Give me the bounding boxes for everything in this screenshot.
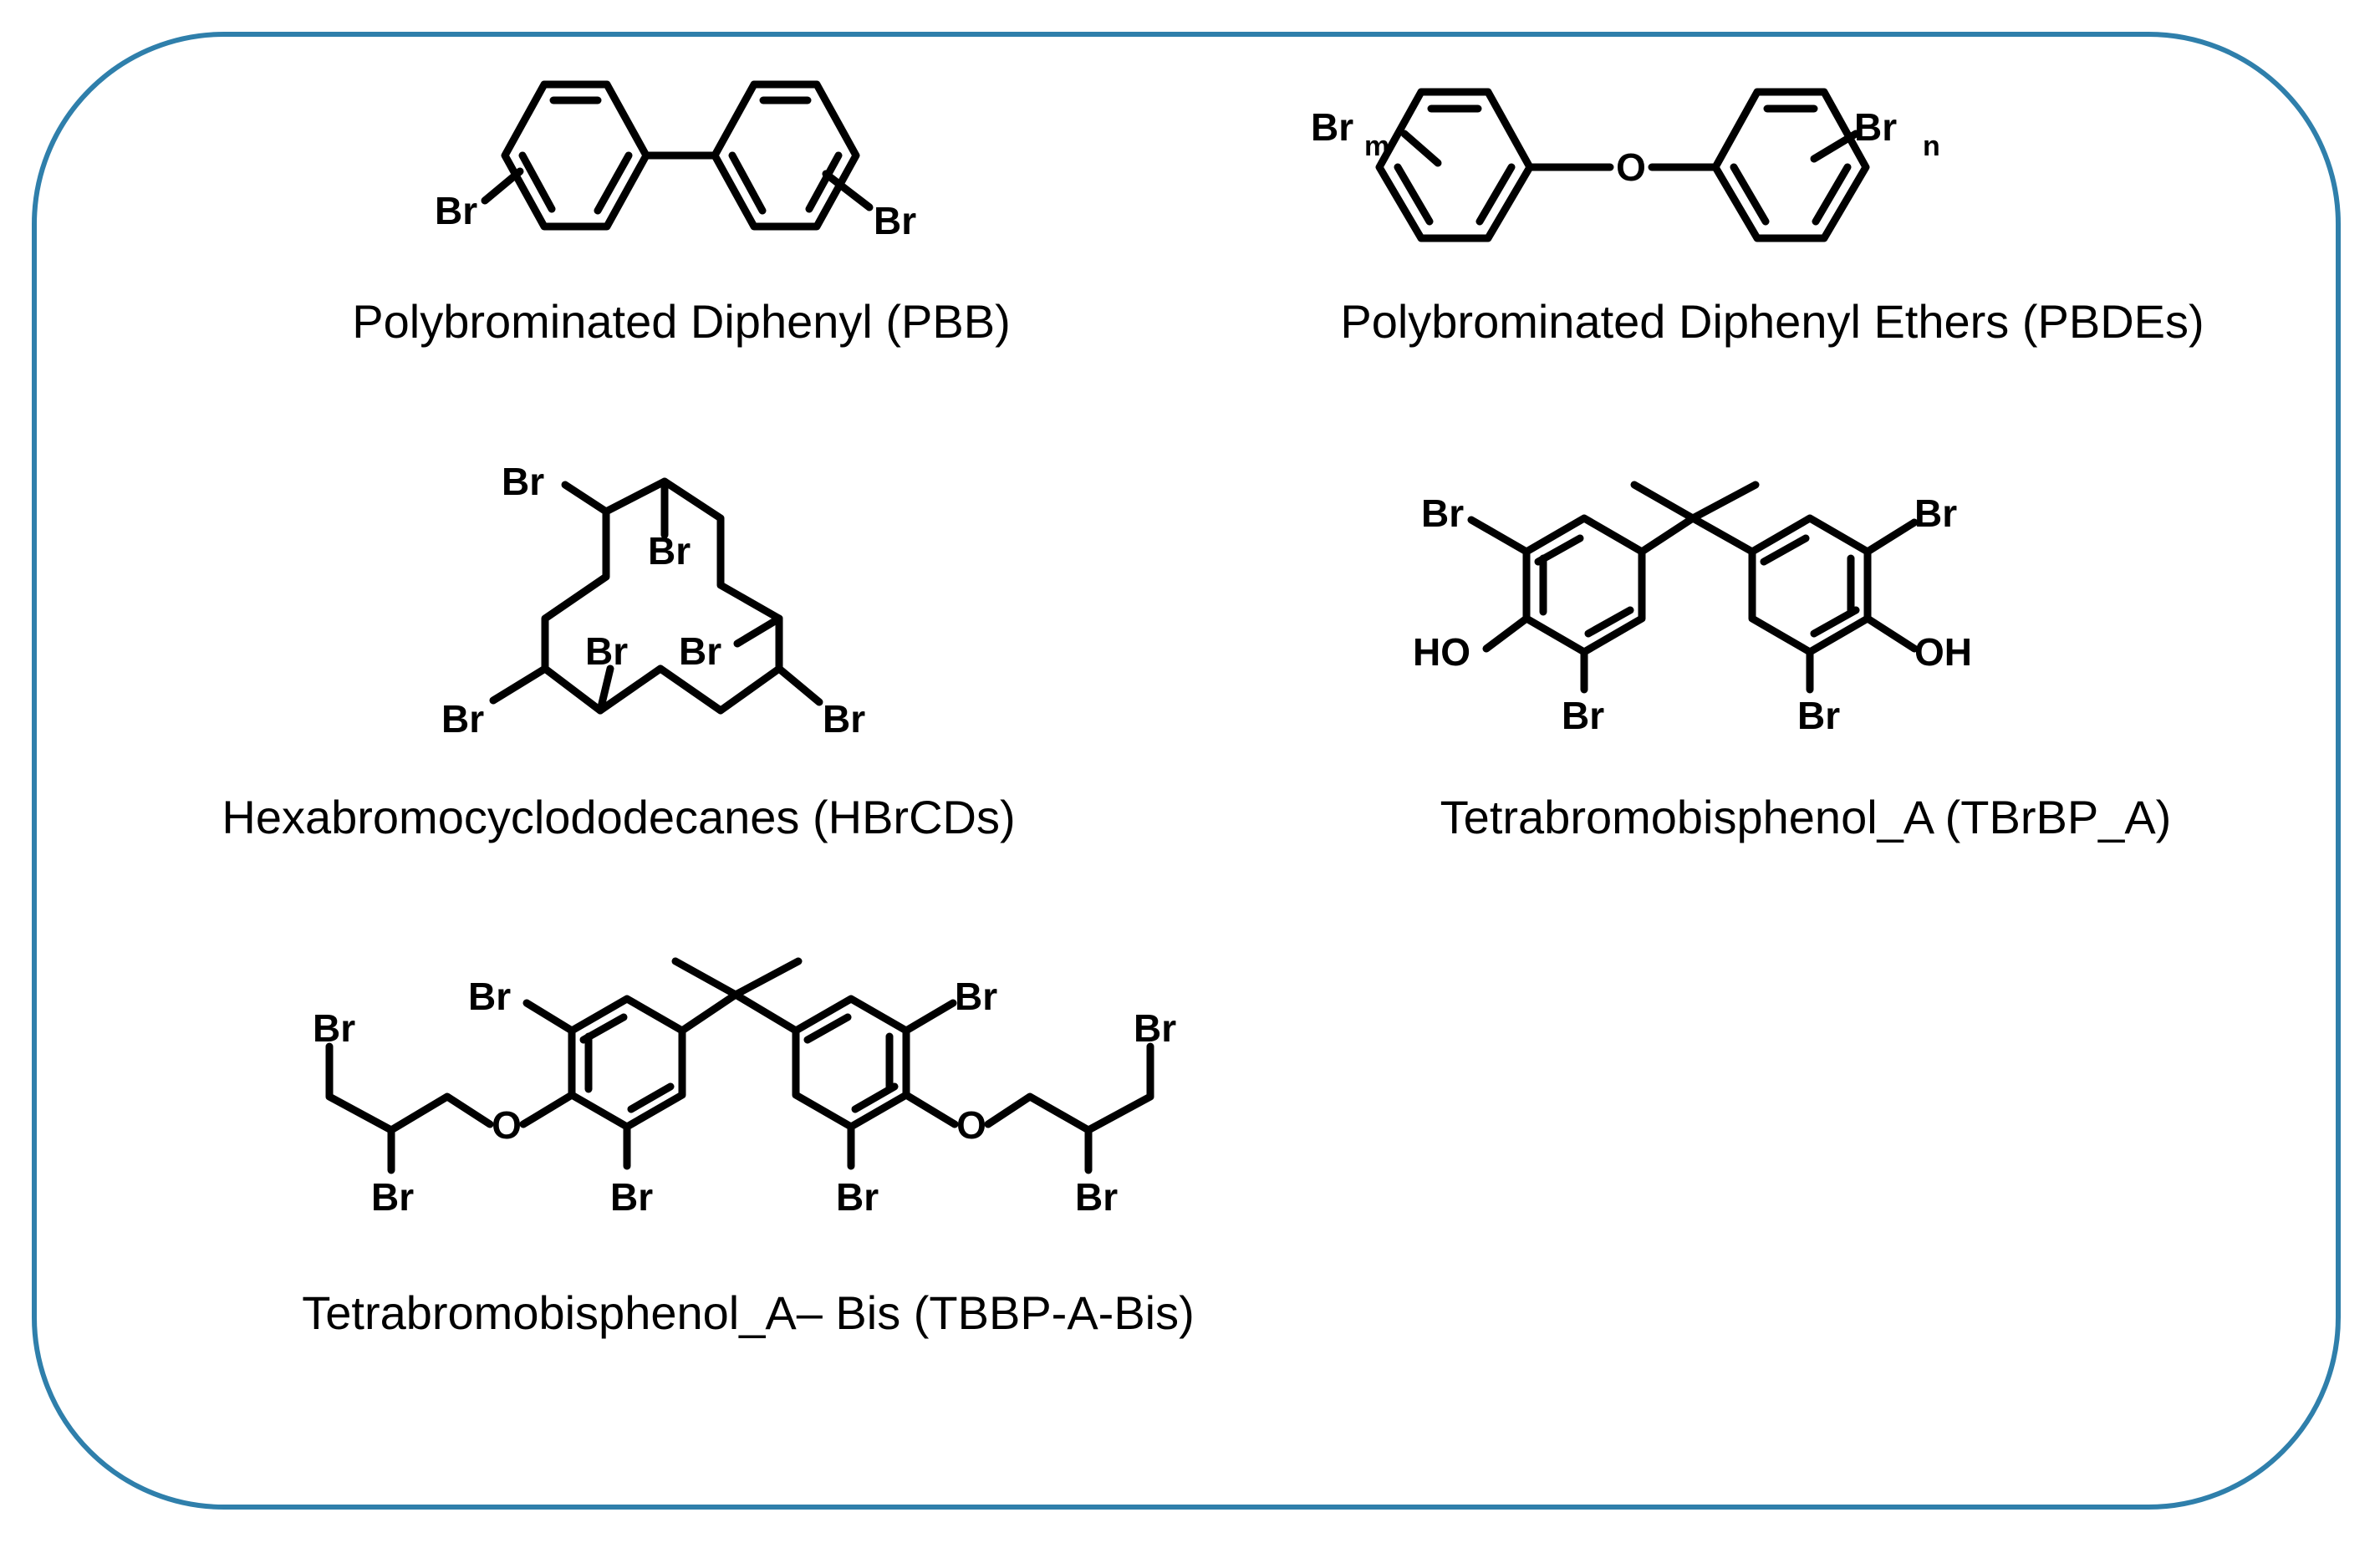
tbbpa-bridge-left <box>1638 514 1697 556</box>
hbcd-br5-bond <box>489 665 549 705</box>
tbbpa-oh-left: HO <box>1413 630 1470 674</box>
pbb-br-right: Br <box>874 199 916 242</box>
hbcd-br2: Br <box>648 529 691 573</box>
pbde-oxygen: O <box>1616 145 1646 189</box>
hbcd-br3-bond <box>733 614 783 648</box>
tbbpa-right-ring <box>1748 514 1872 656</box>
pbde-right-ring <box>1711 88 1870 242</box>
pbb-left-ring <box>501 80 650 231</box>
pbde-subscript-m: m <box>1364 130 1389 162</box>
tbbpa-br-tr-bond <box>1863 518 1919 556</box>
tbbpa-bis-methyl-left <box>671 957 740 999</box>
hbcd-br1: Br <box>502 460 544 503</box>
tbbpa-br-bottom-left: Br <box>1562 694 1604 737</box>
tbbpa-methyl-right <box>1689 481 1760 522</box>
pbb-left-substituent-bond <box>481 167 524 205</box>
tbbpa-bis-bridge-left <box>678 990 740 1035</box>
tbbpa-bis-br-ring-left-top-bond <box>522 999 576 1035</box>
pbde-caption: Polybrominated Diphenyl Ethers (PBDEs) <box>1340 295 2204 348</box>
hbcd-br1-bond <box>561 481 610 516</box>
hbcd-br5: Br <box>441 697 484 741</box>
tbbpa-bis-caption: Tetrabromobisphenol_A– Bis (TBBP-A-Bis) <box>302 1286 1195 1339</box>
tbbpa-bis-methyl-right <box>731 957 803 999</box>
tbbpa-bis-structure: O O Br Br Br Br Br Br Br Br <box>313 957 1176 1219</box>
hbcd-br4-bond <box>596 665 614 715</box>
tbbpa-bis-left-ring <box>568 995 686 1131</box>
rounded-panel-border <box>32 32 2341 1510</box>
pbde-br-left: Br <box>1311 105 1353 149</box>
pbde-structure: O Br m Br n <box>1311 88 1940 242</box>
pbb-br-left: Br <box>435 189 477 232</box>
hbcd-br6: Br <box>823 697 865 741</box>
tbbpa-bis-oxygen-right: O <box>956 1103 986 1147</box>
pbb-right-ring <box>711 80 860 231</box>
tbbpa-oh-right: OH <box>1914 630 1972 674</box>
tbbpa-br-bottom-right: Br <box>1797 694 1840 737</box>
tbbpa-bis-right-ring <box>792 995 910 1131</box>
tbbpa-bis-br-far-left-top: Br <box>313 1006 355 1050</box>
pbde-right-substituent-bond <box>1810 130 1860 163</box>
tbbpa-bis-right-chain <box>984 1042 1154 1134</box>
pbde-left-ring <box>1375 88 1534 242</box>
tbbpa-bis-bridge-right <box>731 990 800 1035</box>
tbbpa-bis-br-ring-left-top: Br <box>468 975 511 1018</box>
hbcd-br6-bond <box>775 665 823 706</box>
tbbpa-bis-br-far-right-bottom: Br <box>1075 1175 1118 1219</box>
tbbpa-bis-br-far-left-bottom: Br <box>371 1175 414 1219</box>
tbbpa-bis-br-ring-right-top: Br <box>955 975 997 1018</box>
hbcd-ring <box>541 477 783 715</box>
tbbpa-bis-br-ring-left-bottom: Br <box>610 1175 653 1219</box>
tbbpa-br-top-left: Br <box>1421 491 1464 535</box>
tbbpa-bis-br-far-right-top: Br <box>1134 1006 1176 1050</box>
tbbpa-bis-left-chain <box>325 1042 494 1134</box>
pbb-caption: Polybrominated Diphenyl (PBB) <box>352 295 1011 348</box>
hbcd-br4: Br <box>585 629 628 673</box>
hbcd-caption: Hexabromocyclododecanes (HBrCDs) <box>222 791 1016 843</box>
tbbpa-oh-right-bond <box>1863 614 1919 653</box>
tbbpa-bis-left-ring-o-bond <box>519 1091 576 1128</box>
hbcd-br3: Br <box>679 629 721 673</box>
hbcd-structure: Br Br Br Br Br Br <box>441 460 865 741</box>
tbbpa-bis-br-ring-right-top-bond <box>902 999 957 1035</box>
tbbpa-oh-left-bond <box>1482 614 1531 653</box>
pbde-left-substituent-bond <box>1400 130 1442 167</box>
pbde-subscript-n: n <box>1923 130 1940 162</box>
tbbpa-bis-br-ring-right-bottom: Br <box>836 1175 879 1219</box>
pbb-structure: Br Br <box>435 80 916 242</box>
tbbpa-br-top-right: Br <box>1914 491 1957 535</box>
pbb-right-substituent-bond <box>822 170 874 211</box>
tbbpa-methyl-left <box>1630 481 1697 522</box>
tbbpa-left-ring <box>1522 514 1646 656</box>
tbbpa-bis-oxygen-left: O <box>492 1103 522 1147</box>
tbbpa-caption: Tetrabromobisphenol_A (TBrBP_A) <box>1440 791 2172 843</box>
tbbpa-bis-right-ring-o-bond <box>902 1091 959 1128</box>
pbde-br-right: Br <box>1854 105 1897 149</box>
tbbpa-structure: Br Br HO OH Br Br <box>1413 481 1972 737</box>
tbbpa-br-tl-bond <box>1467 516 1531 556</box>
tbbpa-bridge-right <box>1689 514 1756 556</box>
